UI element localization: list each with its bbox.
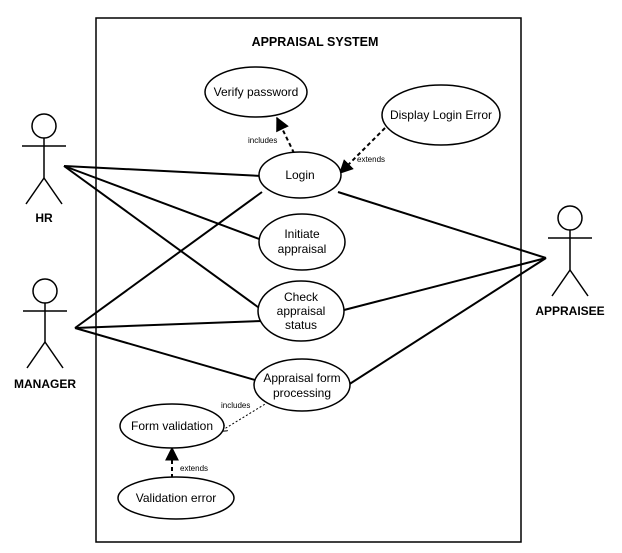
includes-arrow-login-verify: [276, 116, 295, 154]
extends-label-2: extends: [180, 464, 208, 473]
validation-error-line-1: Validation error: [136, 491, 216, 505]
display-login-error-line-1: Display Login Error: [390, 108, 492, 122]
dependencies: includes extends includes extends: [165, 116, 386, 478]
assoc-appraisee-login: [337, 191, 547, 259]
extends-label-1: extends: [357, 155, 385, 164]
assoc-manager-form: [74, 327, 263, 383]
form-processing-line-1: Appraisal form: [263, 371, 340, 385]
assoc-manager-login: [74, 191, 263, 329]
includes-label-1: includes: [248, 136, 277, 145]
use-case-appraisal-form-processing: Appraisal form processing: [253, 358, 351, 412]
system-title: APPRAISAL SYSTEM: [252, 35, 379, 49]
check-status-line-3: status: [285, 318, 317, 332]
form-processing-line-2: processing: [273, 386, 331, 400]
associations: [63, 165, 547, 386]
includes-arrow-form-validation: [221, 397, 276, 431]
appraisee-head-icon: [557, 205, 583, 231]
use-case-display-login-error: Display Login Error: [381, 84, 501, 146]
actor-appraisee: APPRAISEE: [535, 205, 605, 318]
initiate-appraisal-line-2: appraisal: [278, 242, 327, 256]
actor-appraisee-label: APPRAISEE: [535, 304, 604, 318]
manager-head-icon: [32, 278, 58, 304]
form-validation-line-1: Form validation: [131, 419, 213, 433]
actor-manager-label: MANAGER: [14, 377, 76, 391]
check-status-line-1: Check: [284, 290, 319, 304]
use-case-login: Login: [258, 151, 342, 199]
actor-manager: MANAGER: [14, 278, 76, 391]
assoc-appraisee-form: [347, 257, 547, 386]
includes-label-2: includes: [221, 401, 250, 410]
extends-arrow-error-login: [339, 127, 386, 174]
assoc-hr-login: [63, 165, 263, 177]
login-line-1: Login: [285, 168, 314, 182]
check-status-line-2: appraisal: [277, 304, 326, 318]
assoc-hr-check: [63, 165, 263, 311]
hr-head-icon: [31, 113, 57, 139]
use-case-validation-error: Validation error: [117, 476, 235, 520]
use-case-check-appraisal-status: Check appraisal status: [257, 280, 345, 342]
assoc-appraisee-check: [343, 257, 547, 311]
assoc-manager-check: [74, 320, 263, 329]
actor-hr: HR: [22, 113, 66, 225]
verify-password-line-1: Verify password: [214, 85, 299, 99]
use-case-initiate-appraisal: Initiate appraisal: [258, 213, 346, 271]
actor-hr-label: HR: [35, 211, 53, 225]
use-case-verify-password: Verify password: [204, 66, 308, 118]
use-case-form-validation: Form validation: [119, 403, 225, 449]
initiate-appraisal-line-1: Initiate: [284, 227, 320, 241]
assoc-hr-initiate: [63, 165, 263, 241]
system-boundary: [95, 17, 522, 543]
